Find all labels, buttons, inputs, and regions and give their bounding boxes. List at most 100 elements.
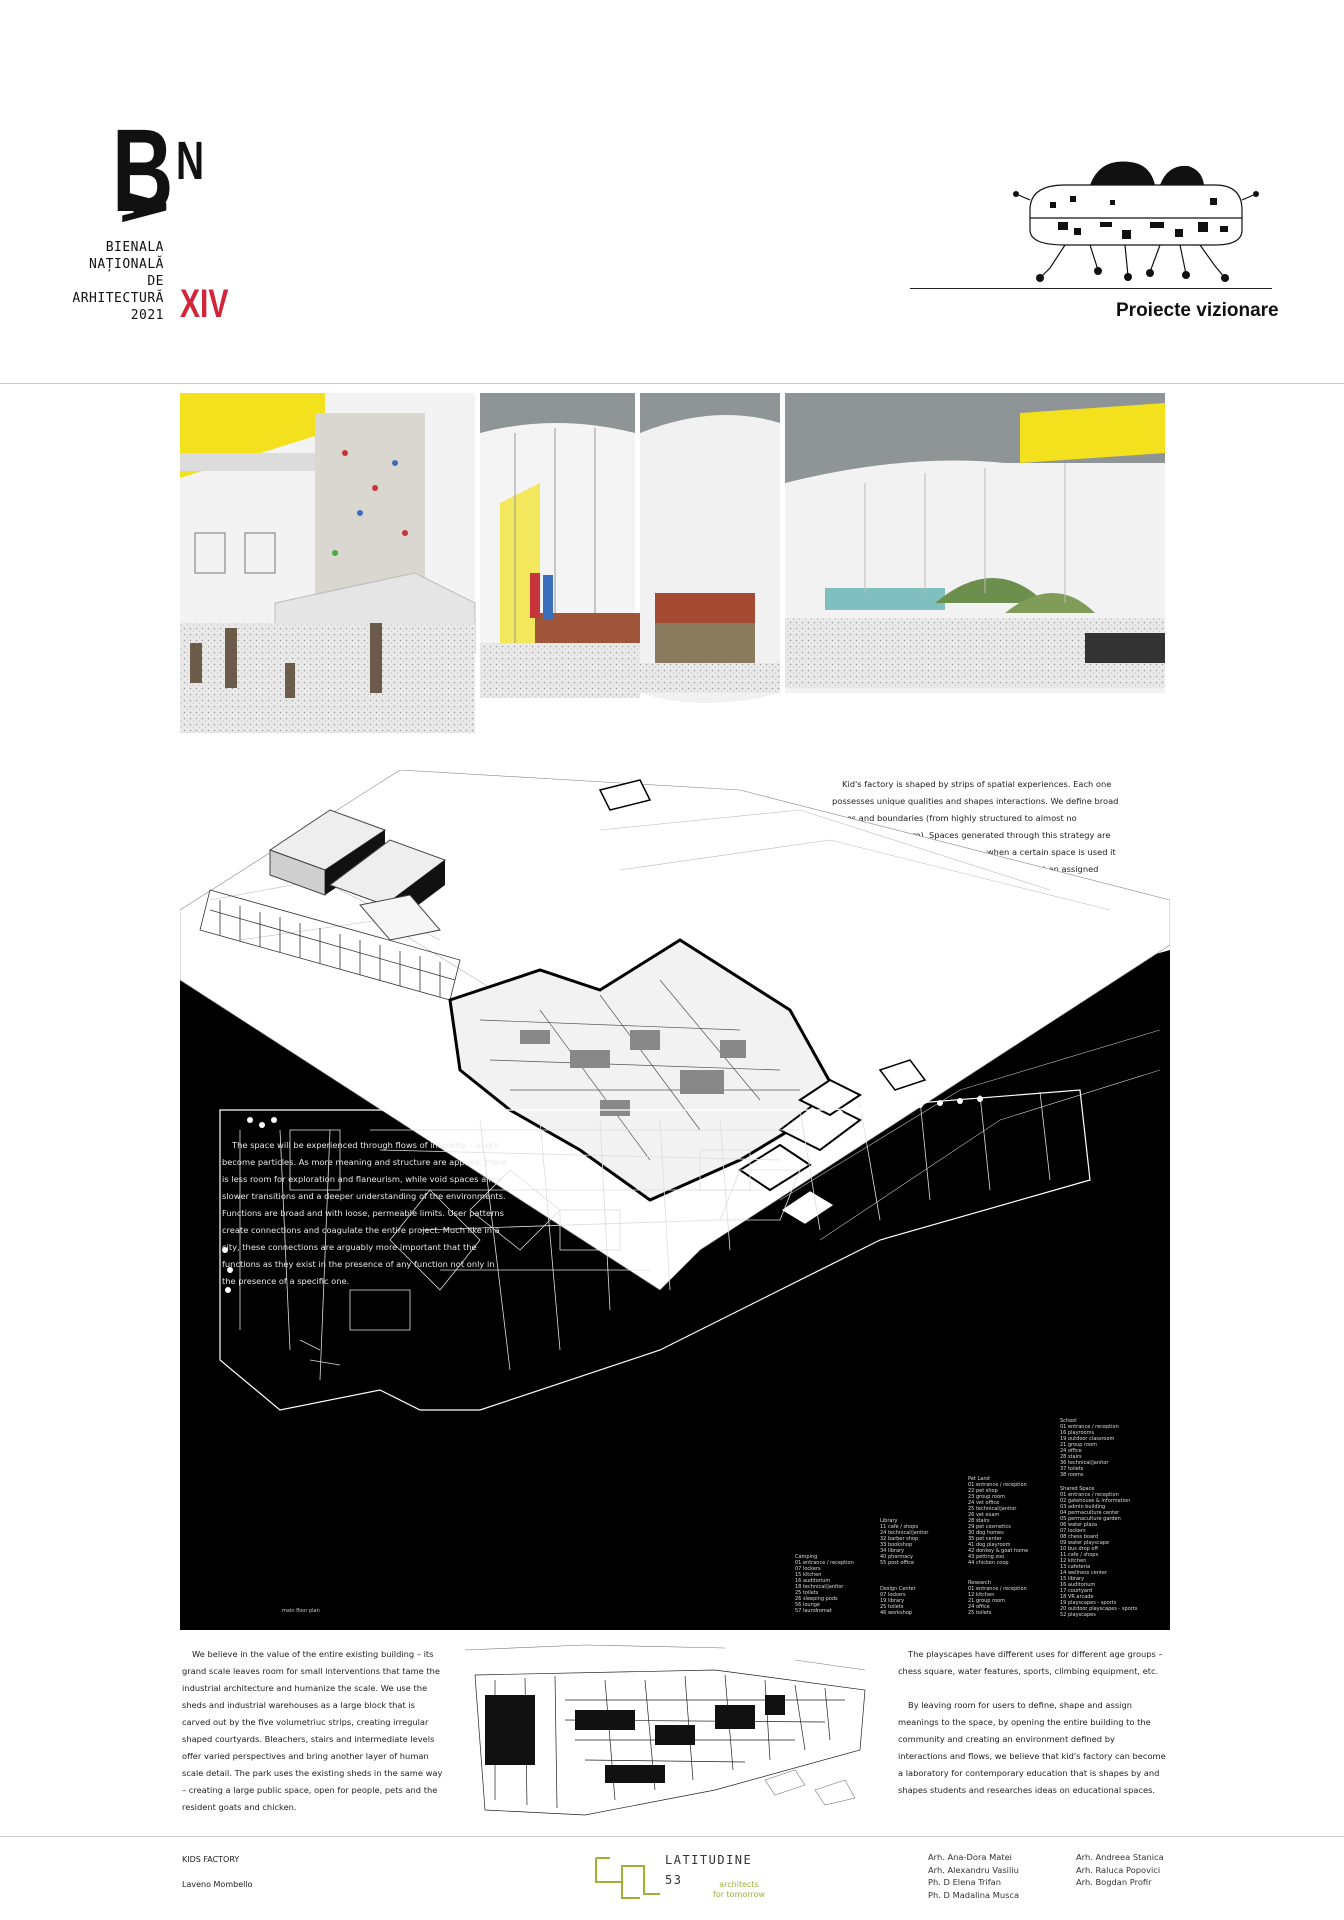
collage-panel-climbing (180, 393, 476, 733)
logo-letter-n: N (176, 131, 205, 191)
legend-item: 33 bookshop (880, 1542, 913, 1548)
logo-line: NAȚIONALĂ (89, 257, 164, 272)
legend-item: 34 library (880, 1548, 905, 1554)
legend-shared-space: Shared Space 01 entrance / reception 02 … (1060, 1486, 1137, 1618)
legend-item: 14 wellness center (1060, 1570, 1108, 1576)
legend-item: 05 permaculture garden (1060, 1516, 1121, 1522)
legend-item: 07 lockers (795, 1566, 821, 1572)
legend-item: 09 water playscape (1060, 1540, 1110, 1546)
legend-item: 38 rooms (1060, 1472, 1084, 1478)
legend-item: 10 bus drop off (1060, 1546, 1098, 1552)
legend-item: 57 laundromat (795, 1608, 832, 1614)
legend-item: 29 pet cosmetics (968, 1524, 1011, 1530)
flows-paragraph: The space will be experienced through fl… (222, 1140, 507, 1286)
legend-item: 13 cafeteria (1060, 1564, 1091, 1570)
legend-item: 16 playrooms (1060, 1430, 1095, 1436)
logo-line: DE (147, 274, 164, 289)
legend-item: 25 toilets (880, 1604, 904, 1610)
legend-item: 24 vet office (968, 1500, 1000, 1506)
laboratory-paragraph: By leaving room for users to define, sha… (898, 1700, 1166, 1795)
legend-camping: Camping 01 entrance / reception 07 locke… (795, 1554, 854, 1614)
legend-item: 24 technical/janitor (880, 1530, 929, 1536)
legend-item: 16 auditorium (795, 1578, 831, 1584)
category-title: Proiecte vizionare (1116, 300, 1279, 321)
legend-item: 26 vet exam (968, 1512, 1000, 1518)
legend-item: 32 barber shop (880, 1536, 919, 1542)
legend-item: 15 library (1060, 1576, 1085, 1582)
top-divider (0, 383, 1344, 384)
plan-caption: main floor plan (282, 1608, 320, 1614)
legend-item: 03 admin building (1060, 1504, 1106, 1510)
project-title: KIDS FACTORY (182, 1855, 240, 1864)
legend-item: 40 pharmacy (880, 1554, 913, 1560)
main-floor-plan (219, 1089, 1091, 1411)
legend-research: Research 01 entrance / reception 12 kitc… (968, 1580, 1027, 1616)
logo-line: 2021 (130, 308, 164, 323)
legend-item: 35 pet center (968, 1536, 1002, 1542)
author-name: Ph. D Madalina Musca (928, 1889, 1020, 1900)
axonometric-and-floor-plan (180, 770, 1170, 1630)
project-location: Laveno Mombello (182, 1880, 253, 1889)
legend-item: 12 kitchen (1060, 1558, 1087, 1564)
author-name: Arh. Alexandru Vasiliu (928, 1864, 1019, 1875)
legend-title: Design Center (880, 1586, 916, 1592)
legend-item: 06 water plaza (1060, 1522, 1098, 1528)
authors-column-2: Arh. Andreea Stanica Arh. Raluca Popovic… (1076, 1851, 1164, 1889)
logo-line: ARHITECTURĂ (72, 291, 164, 306)
legend-item: 11 cafe / shops (880, 1524, 919, 1530)
legend-item: 18 technical/janitor (795, 1584, 844, 1590)
legend-item: 21 group room (1060, 1442, 1097, 1448)
collage-panel-water (640, 393, 780, 703)
logo-line: BIENALA (105, 240, 164, 255)
legend-item: 30 dog homes (968, 1530, 1004, 1536)
playscapes-text: The playscapes have different uses for d… (898, 1646, 1166, 1799)
legend-title: Camping (795, 1554, 818, 1560)
main-building-axo (448, 938, 862, 1227)
legend-title: Shared Space (1060, 1486, 1095, 1492)
footer-divider (0, 1836, 1344, 1837)
legend-item: 24 office (968, 1604, 990, 1610)
authors-column-1: Arh. Ana-Dora Matei Arh. Alexandru Vasil… (928, 1851, 1019, 1901)
legend-item: 23 group room (968, 1494, 1005, 1500)
legend-item: 15 kitchen (795, 1572, 822, 1578)
site-plan-drawing (465, 1644, 866, 1816)
interior-perspective-collage (180, 393, 1165, 733)
existing-blocks (268, 809, 447, 941)
firm-name: LATITUDINE (665, 1853, 753, 1867)
collage-panel-courtyard (785, 393, 1165, 693)
legend-item: 24 office (1060, 1448, 1082, 1454)
existing-paragraph: We believe in the value of the entire ex… (182, 1649, 443, 1812)
legend-item: 01 entrance / reception (1060, 1424, 1119, 1430)
logo-letter-b: B (112, 105, 173, 237)
legend-title: Pet Land (968, 1476, 990, 1482)
legend-item: 07 lockers (1060, 1528, 1086, 1534)
legend-item: 52 playscapes (1060, 1612, 1096, 1618)
legend-title: Research (968, 1580, 991, 1586)
legend-item: 04 permaculture center (1060, 1510, 1120, 1516)
legend-item: 11 cafe / shops (1060, 1552, 1099, 1558)
legend-item: 02 gatehouse & information (1060, 1498, 1131, 1504)
author-name: Arh. Ana-Dora Matei (928, 1852, 1012, 1862)
legend-item: 22 pet shop (968, 1488, 998, 1494)
legend-item: 25 toilets (968, 1610, 992, 1616)
legend-item: 28 stairs (1060, 1454, 1082, 1460)
legend-design-center: Design Center 07 lockers 19 library 25 t… (880, 1586, 916, 1616)
legend-pet-land: Pet Land 01 entrance / reception 22 pet … (968, 1476, 1028, 1566)
legend-item: 36 technical/janitor (1060, 1460, 1109, 1466)
legend-item: 08 chess board (1060, 1534, 1099, 1540)
latitudine-logo-icon (595, 1857, 660, 1899)
author-name: Ph. D Elena Trifan (928, 1877, 1002, 1887)
header-divider (910, 288, 1272, 289)
legend-item: 01 entrance / reception (968, 1482, 1027, 1488)
legend-item: 46 workshop (880, 1610, 913, 1616)
legend-item: 55 post office (880, 1560, 915, 1566)
legend-item: 28 stairs (968, 1518, 990, 1524)
plan-trees (222, 1096, 983, 1293)
firm-tagline: architects for tomorrow (713, 1880, 765, 1900)
walking-machine-illustration (1013, 161, 1259, 282)
legend-item: 12 kitchen (968, 1592, 995, 1598)
legend-item: 37 toilets (1060, 1466, 1084, 1472)
flows-text: The space will be experienced through fl… (222, 1137, 508, 1290)
collage-panel-market (480, 393, 645, 698)
legend-item: 43 petting zoo (968, 1554, 1005, 1560)
